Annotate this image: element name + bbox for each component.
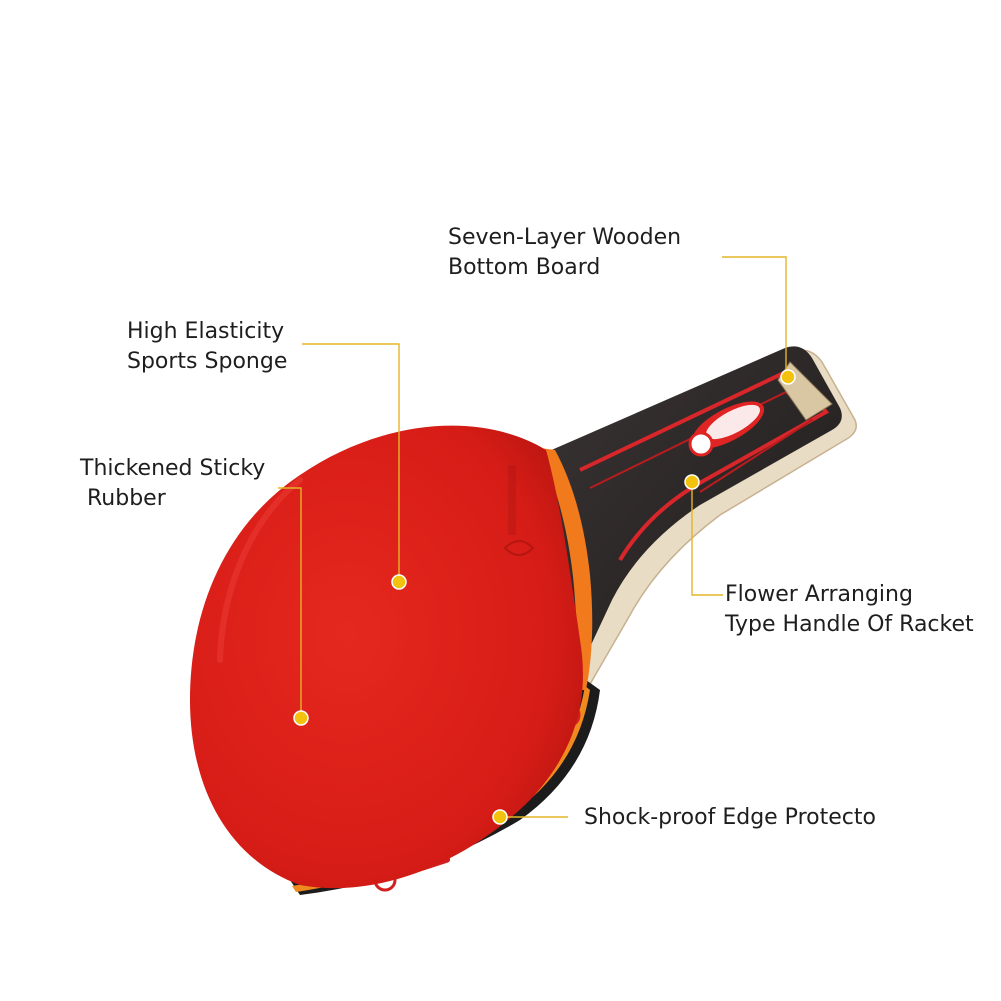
callout-board-line1: Seven-Layer Wooden xyxy=(448,225,682,250)
leader-line-board xyxy=(722,256,787,377)
callout-sticky-rubber: Thickened Sticky Rubber xyxy=(80,454,265,514)
callout-sponge-line1: High Elasticity xyxy=(127,319,285,344)
callout-seven-layer-board: Seven-Layer Wooden Bottom Board xyxy=(448,223,681,283)
callout-rubber-line2: Rubber xyxy=(80,486,166,511)
callout-edge-line1: Shock-proof Edge Protecto xyxy=(584,805,876,830)
callout-rubber-line1: Thickened Sticky xyxy=(80,456,266,481)
marker-dot-sponge xyxy=(391,574,407,590)
marker-dot-rubber xyxy=(293,710,309,726)
leader-lines xyxy=(278,256,787,818)
leader-line-rubber xyxy=(278,487,302,717)
callout-sponge-line2: Sports Sponge xyxy=(127,349,288,374)
marker-dot-board xyxy=(780,369,796,385)
callout-sports-sponge: High Elasticity Sports Sponge xyxy=(127,317,287,377)
callout-handle-line1: Flower Arranging xyxy=(725,582,913,607)
marker-dot-handle xyxy=(684,474,700,490)
rubber-embossed-logo xyxy=(503,465,535,556)
paddle-blade xyxy=(190,425,593,889)
callout-racket-handle: Flower Arranging Type Handle Of Racket xyxy=(725,580,974,640)
leader-line-sponge xyxy=(302,343,400,582)
brand-badge-handle xyxy=(688,401,765,457)
marker-dot-edge xyxy=(492,809,508,825)
leader-line-handle xyxy=(691,482,723,596)
marker-dots xyxy=(293,369,796,825)
callout-board-line2: Bottom Board xyxy=(448,255,601,280)
callout-handle-line2: Type Handle Of Racket xyxy=(725,612,974,637)
callout-edge-protector: Shock-proof Edge Protecto xyxy=(584,803,876,833)
